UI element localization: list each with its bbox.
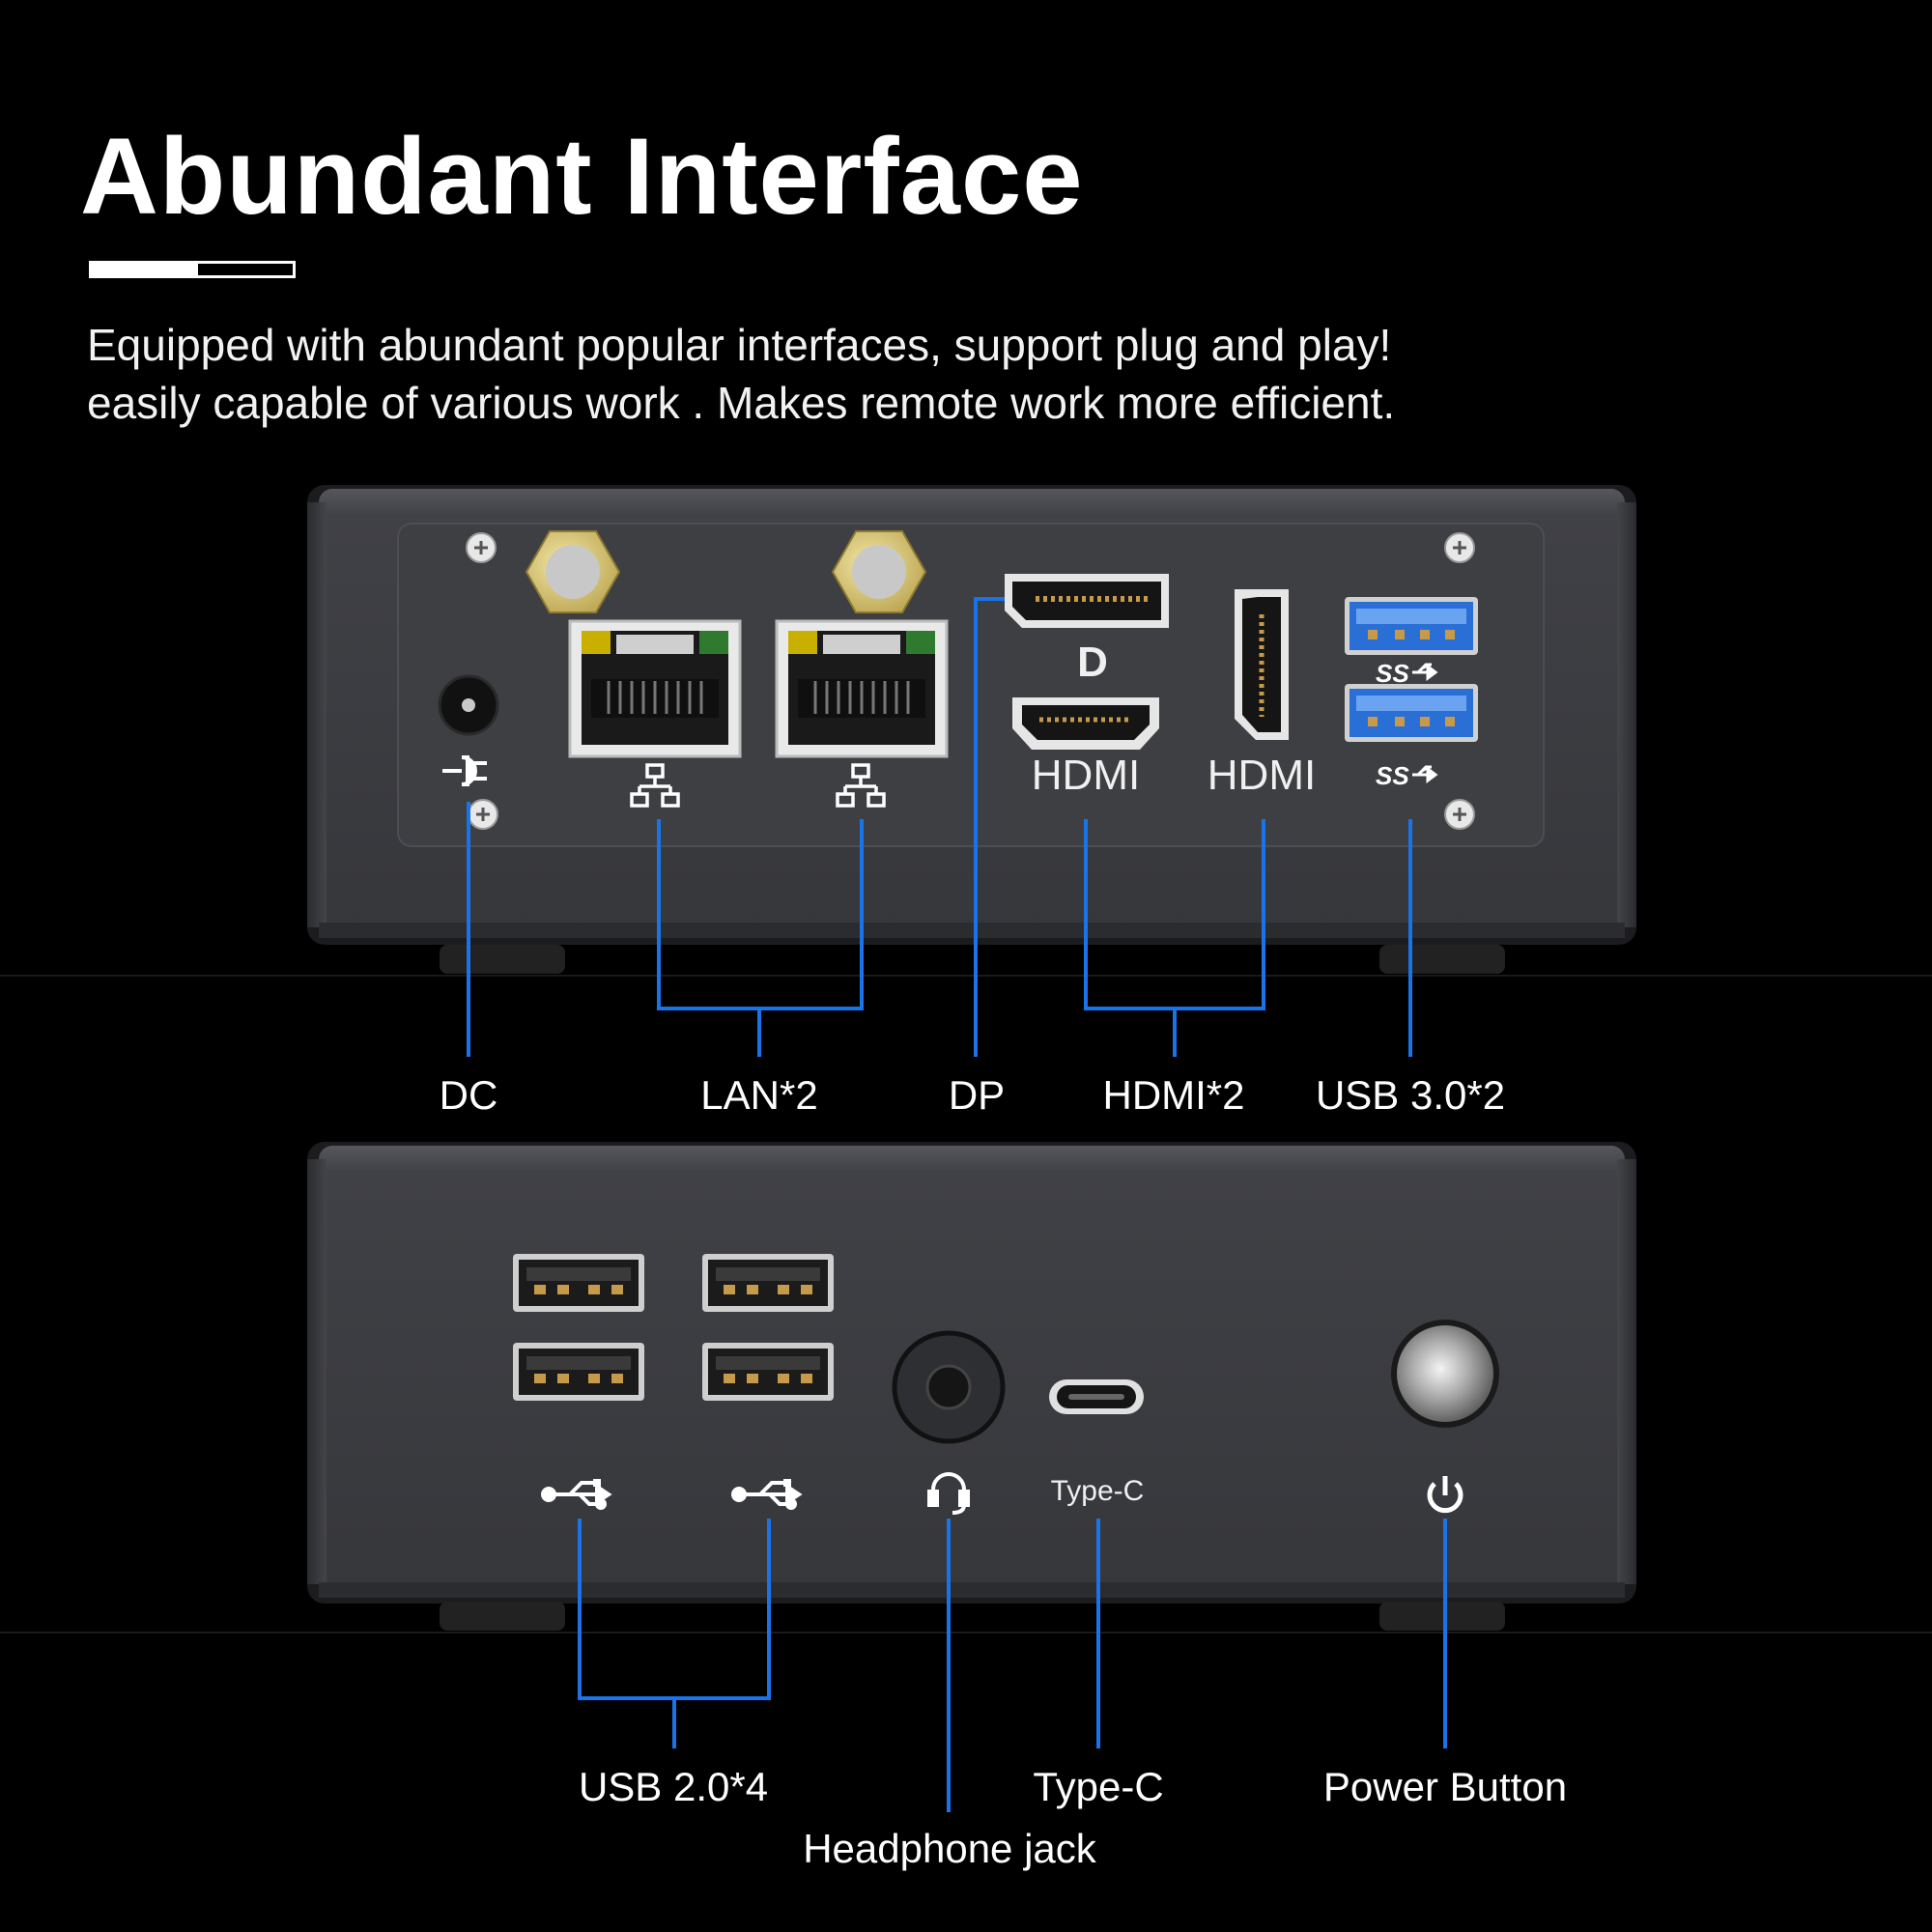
headphone-jack [892,1330,1006,1444]
title-underline [89,261,296,278]
svg-text:SS: SS [1376,659,1409,688]
hdmi-label-1: HDMI [1032,752,1140,799]
typec-printed-label: Type-C [1051,1475,1145,1507]
power-button-knob [1391,1320,1499,1428]
typec-port [1049,1379,1144,1414]
screw-icon [467,798,499,831]
superspeed-usb-icon: SS [1376,659,1438,688]
label-typec: Type-C [1033,1764,1164,1809]
antenna-connector-1 [525,530,621,613]
rear-callout-lines [467,597,1412,1057]
front-device: Type-C [307,1142,1636,1631]
hdmi-port-1 [1012,697,1159,750]
hdmi-label-2: HDMI [1208,752,1316,799]
usb2-port-4 [702,1343,834,1401]
callout-line-dp [974,597,1005,1057]
title-underline-fill [92,264,198,275]
subtitle-line-2: easily capable of various work . Makes r… [87,378,1396,428]
power-icon [1427,1476,1463,1514]
callout-line-hdmi [1084,819,1265,1057]
label-headphone: Headphone jack [803,1826,1096,1871]
lan-port-1 [568,619,742,758]
label-hdmi: HDMI*2 [1102,1072,1245,1118]
screw-icon [1443,798,1476,831]
page-title: Abundant Interface [80,116,1084,237]
superspeed-usb-icon: SS [1376,761,1438,790]
usb2-port-1 [513,1254,644,1312]
antenna-connector-2 [831,530,927,613]
label-dc: DC [439,1072,498,1118]
usb3-port-2 [1345,684,1478,742]
screw-icon [465,531,497,564]
usb3-port-1 [1345,597,1478,655]
displayport-icon: D [1077,639,1108,686]
usb2-port-3 [513,1343,644,1401]
screw-icon [1443,531,1476,564]
subtitle-line-1: Equipped with abundant popular interface… [87,320,1392,370]
hdmi-port-2 [1235,589,1289,740]
svg-text:SS: SS [1376,761,1409,790]
label-lan: LAN*2 [700,1072,818,1118]
headphone-icon [927,1472,970,1515]
callout-line-usb2 [578,1519,771,1748]
lan-port-2 [775,619,949,758]
usb2-port-2 [702,1254,834,1312]
dc-power-icon [442,755,487,786]
label-dp: DP [948,1072,1006,1118]
label-power: Power Button [1322,1764,1568,1809]
callout-line-lan [657,819,864,1057]
dc-jack [438,674,499,736]
label-usb3: USB 3.0*2 [1315,1072,1506,1118]
rear-device: D HDMI HDMI SS SS [307,485,1636,974]
label-usb2: USB 2.0*4 [578,1764,769,1809]
front-callout-lines [578,1519,1447,1812]
displayport-port [1005,574,1169,628]
